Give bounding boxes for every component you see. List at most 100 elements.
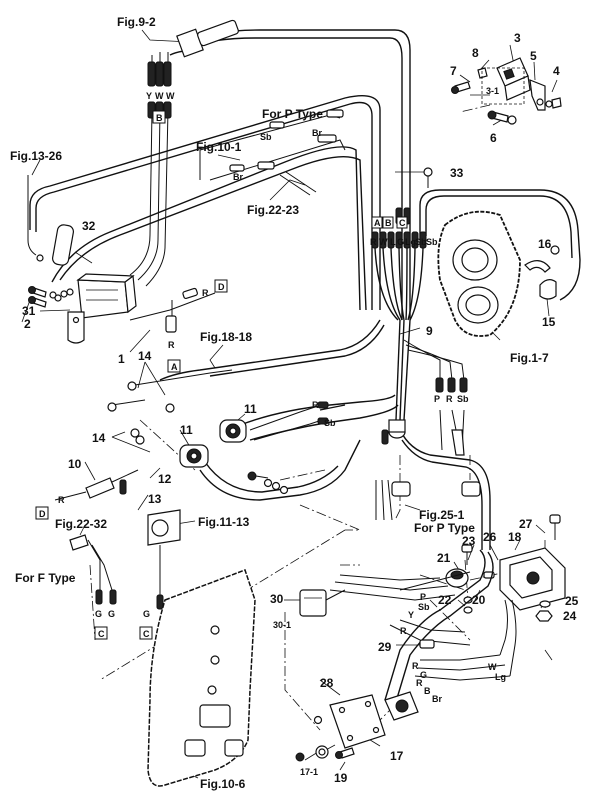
- part-label-21: 21: [437, 551, 451, 565]
- part-label-16: 16: [538, 237, 552, 251]
- part-label-30: 30: [270, 592, 284, 606]
- fig1-7-crankcase-cover: [437, 210, 521, 337]
- wire-color-hl-w: W: [488, 662, 497, 672]
- wire-color-hp-sb: Sb: [418, 602, 430, 612]
- wire-color-bundle-lg: Lg: [405, 237, 416, 247]
- part-28-plate: [329, 694, 386, 749]
- wire-color-y: Y: [146, 91, 152, 101]
- part-label-28: 28: [320, 676, 334, 690]
- part-16-clip: [524, 260, 551, 273]
- part-label-30-1: 30-1: [273, 620, 291, 630]
- wire-color-hl-br: Br: [432, 694, 442, 704]
- part-label-2: 2: [24, 317, 31, 331]
- part-label-12: 12: [158, 472, 172, 486]
- wire-color-hl-b: B: [424, 686, 431, 696]
- wire-color-bundle-g: G: [397, 237, 404, 247]
- wire-color-bundle-sb1: Sb: [415, 237, 427, 247]
- part-11-coil-upper: [219, 419, 247, 443]
- wire-color-prsb-r: R: [446, 394, 453, 404]
- part-24-nut: [535, 610, 553, 622]
- wire-color-bundle-sb2: Sb: [426, 237, 438, 247]
- fig-9-2-label: Fig.9-2: [117, 15, 156, 29]
- part-label-3: 3: [514, 31, 521, 45]
- for-f-type-label: For F Type: [15, 571, 76, 585]
- box-b-mid: B: [385, 218, 392, 228]
- part-1-regulator: [76, 273, 137, 319]
- wire-color-prsb-p: P: [434, 394, 440, 404]
- part-26-harness: [329, 549, 517, 706]
- part-25-washer: [539, 600, 551, 608]
- wire-color-sb-top: Sb: [260, 132, 272, 142]
- part-label-29: 29: [378, 640, 392, 654]
- fig-1-7-label: Fig.1-7: [510, 351, 549, 365]
- f-type-leads: [69, 534, 117, 605]
- part-label-18: 18: [508, 530, 522, 544]
- connector-box-labels: B A B C D A D C C: [35, 110, 408, 640]
- part-9-main-plug: [381, 419, 406, 445]
- box-d-right: D: [218, 282, 225, 292]
- box-d-left: D: [39, 509, 46, 519]
- part-label-19: 19: [334, 771, 348, 785]
- fig-22-23-label: Fig.22-23: [247, 203, 299, 217]
- for-p-type-mid-label: For P Type: [414, 521, 475, 535]
- fig10-6-cover-plate: [147, 569, 256, 787]
- fig-25-1-label: Fig.25-1: [419, 508, 465, 522]
- part-label-31: 31: [22, 304, 36, 318]
- part-label-5: 5: [530, 49, 537, 63]
- part-label-32: 32: [82, 219, 96, 233]
- fig25-1-plugs: [375, 479, 481, 521]
- part-15-cap: [539, 245, 560, 300]
- wire-color-hl-r: R: [412, 661, 419, 671]
- box-c-left: C: [98, 629, 105, 639]
- part-label-15: 15: [542, 315, 556, 329]
- part-12-screws: [247, 471, 289, 495]
- part-30-fuse-holder: [299, 589, 346, 617]
- wire-color-bundle-l: L: [390, 237, 396, 247]
- figure-reference-labels: Fig.9-2 Fig.10-1 For P Type Fig.13-26 Fi…: [10, 15, 549, 791]
- part-label-1: 1: [118, 352, 125, 366]
- wire-color-w1: W: [155, 91, 164, 101]
- part-30-1-screw: [313, 715, 323, 725]
- part-29-connector: [419, 639, 435, 649]
- part-label-10: 10: [68, 457, 82, 471]
- part-label-9: 9: [426, 324, 433, 338]
- part-label-11b: 11: [180, 423, 193, 437]
- wire-color-hl-r2: R: [416, 678, 423, 688]
- wire-color-hl-lg: Lg: [495, 672, 506, 682]
- part-22-washers: [463, 596, 473, 614]
- part-label-26: 26: [483, 530, 497, 544]
- part-2-screws: [28, 286, 74, 308]
- wire-color-prsb-sb: Sb: [457, 394, 469, 404]
- for-p-type-top-label: For P Type: [262, 107, 323, 121]
- bundle-connectors: [371, 207, 427, 249]
- r-connector-d: [165, 287, 198, 333]
- part-label-6: 6: [490, 131, 497, 145]
- prsb-connectors: [435, 377, 468, 456]
- fig-10-6-label: Fig.10-6: [200, 777, 246, 791]
- part-label-22: 22: [438, 593, 452, 607]
- fig-11-13-label: Fig.11-13: [198, 515, 250, 529]
- wire-color-hp-r: R: [400, 626, 407, 636]
- part-label-11a: 11: [244, 402, 257, 416]
- part-label-33: 33: [450, 166, 464, 180]
- box-c-right: C: [143, 629, 150, 639]
- part-23-bolt: [461, 544, 473, 565]
- fig-10-1-label: Fig.10-1: [196, 140, 242, 154]
- part-label-4: 4: [553, 64, 560, 78]
- part-label-8: 8: [472, 46, 479, 60]
- part-10-sensor: [54, 469, 139, 501]
- wire-color-r-d: R: [202, 288, 209, 298]
- box-a-mid: A: [374, 218, 381, 228]
- coil-leads: [249, 401, 329, 441]
- part-11-coil-lower: [179, 444, 209, 468]
- fig18-18-lead: [107, 369, 233, 445]
- part-3-switch-assembly: [451, 57, 562, 125]
- part-label-7: 7: [450, 64, 457, 78]
- reference-leaders: [21, 29, 558, 779]
- part-label-23: 23: [462, 534, 476, 548]
- wire-color-g-1: G: [95, 609, 102, 619]
- part-label-14b: 14: [92, 431, 106, 445]
- fig-22-32-label: Fig.22-32: [55, 517, 107, 531]
- part-label-17: 17: [390, 749, 404, 763]
